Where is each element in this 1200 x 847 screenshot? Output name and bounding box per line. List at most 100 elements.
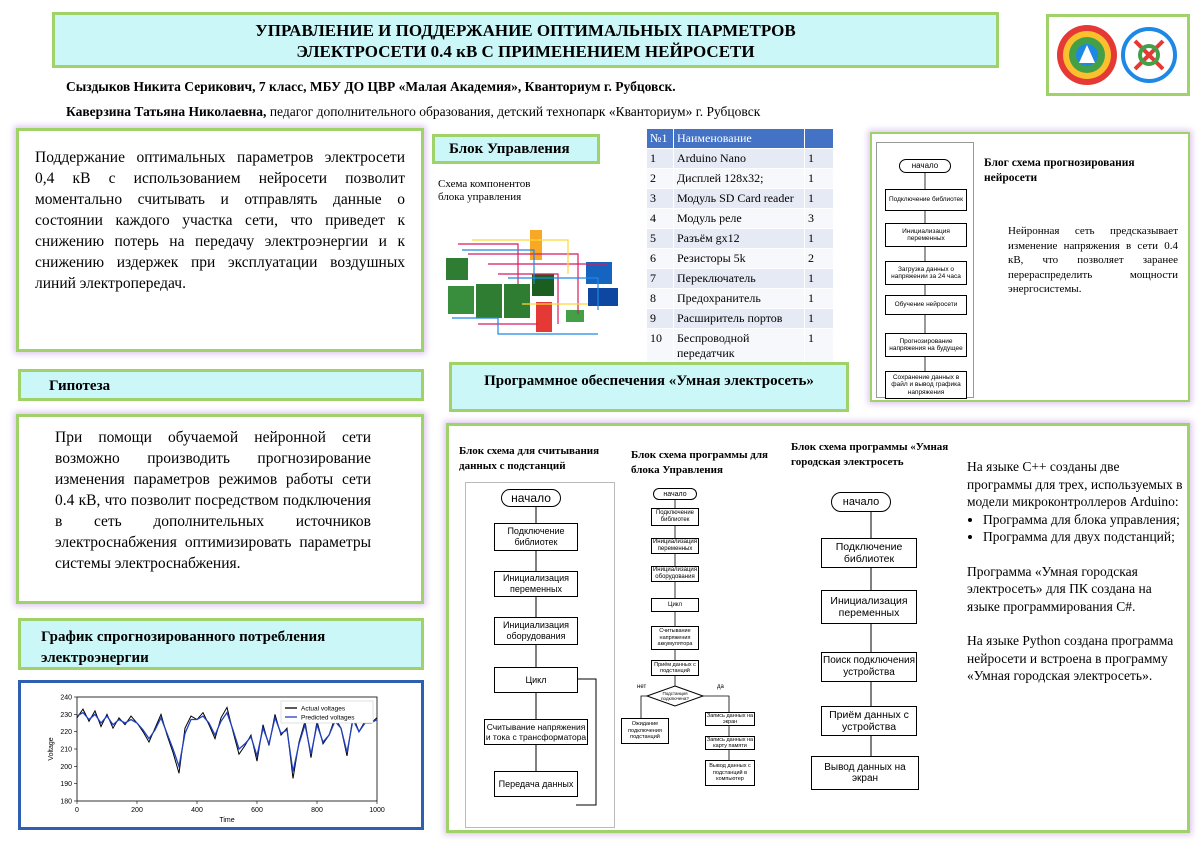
table-cell: 1	[804, 188, 834, 209]
x-tick-label: 200	[131, 807, 143, 814]
desc-bullet: Программа для блока управления;	[983, 511, 1183, 529]
table-cell: 9	[646, 308, 674, 329]
col1-step: Инициализация оборудования	[494, 617, 578, 645]
neural-step: Прогнозирование напряжения на будущее	[885, 333, 967, 357]
author2-name: Каверзина Татьяна Николаевна,	[66, 104, 267, 119]
col1-step: Считывание напряжения и тока с трансформ…	[484, 719, 588, 745]
desc-bullet: Программа для двух подстанций;	[983, 528, 1183, 546]
x-tick-label: 600	[251, 807, 263, 814]
author-line-2: Каверзина Татьяна Николаевна, педагог до…	[66, 104, 1026, 120]
table-cell: Модуль реле	[673, 208, 805, 229]
table-cell: 1	[804, 168, 834, 189]
software-description: На языке С++ созданы две программы для т…	[967, 458, 1183, 685]
forecast-heading: График спрогнозированного потребления эл…	[41, 629, 326, 666]
neural-step: Инициализация переменных	[885, 223, 967, 247]
col3-step: Вывод данных на экран	[811, 756, 919, 790]
hypothesis-heading-box: Гипотеза	[18, 369, 424, 401]
table-header-cell	[804, 128, 834, 149]
author2-role: педагог дополнительного образования, дет…	[266, 104, 761, 119]
table-cell: 2	[646, 168, 674, 189]
neural-block-text: Нейронная сеть предсказывает изменение н…	[1008, 225, 1178, 295]
col2-step: Инициализация переменных	[651, 538, 699, 554]
y-tick-label: 190	[60, 781, 72, 788]
col3-step: Приём данных с устройства	[821, 706, 917, 736]
col1-step: Цикл	[494, 667, 578, 693]
software-heading-box: Программное обеспечения «Умная электросе…	[449, 362, 849, 412]
hypothesis-panel: При помощи обучаемой нейронной сети возм…	[16, 414, 424, 604]
title-banner: УПРАВЛЕНИЕ И ПОДДЕРЖАНИЕ ОПТИМАЛЬНЫХ ПАР…	[52, 12, 999, 68]
table-cell: 6	[646, 248, 674, 269]
logo-panel	[1046, 14, 1190, 96]
table-cell: 3	[804, 208, 834, 229]
col3-flowchart: начало Подключение библиотек Инициализац…	[805, 486, 961, 798]
y-tick-label: 240	[60, 695, 72, 702]
table-cell: Дисплей 128х32;	[673, 168, 805, 189]
table-cell: 8	[646, 288, 674, 309]
table-header-cell: Наименование	[673, 128, 805, 149]
software-panel: Блок схема для считывания данных с подст…	[446, 423, 1190, 833]
hypothesis-heading: Гипотеза	[49, 378, 111, 394]
col2-step: Инициализация оборудования	[651, 566, 699, 582]
table-cell: 1	[646, 148, 674, 169]
neural-step: Подключение библиотек	[885, 189, 967, 211]
software-heading: Программное обеспечения «Умная электросе…	[484, 373, 814, 389]
table-cell: 4	[646, 208, 674, 229]
table-cell: Расширитель портов	[673, 308, 805, 329]
control-block-heading: Блок Управления	[449, 141, 570, 157]
col2-step: Запись данных на карту памяти	[705, 736, 755, 750]
y-tick-label: 210	[60, 747, 72, 754]
col1-title: Блок схема для считывания данных с подст…	[459, 445, 600, 472]
col3-step: Подключение библиотек	[821, 538, 917, 568]
col3-connectors	[870, 512, 872, 756]
table-cell: 1	[804, 148, 834, 169]
neural-step: Сохранение данных в файл и вывод графика…	[885, 371, 967, 399]
x-tick-label: 1000	[369, 807, 385, 814]
hypothesis-text: При помощи обучаемой нейронной сети возм…	[55, 429, 371, 572]
col2-step: Ожидание подключения подстанций	[621, 718, 669, 744]
y-axis-label: Voltage	[48, 737, 55, 760]
wiring-scheme-image	[446, 230, 618, 335]
table-cell: Модуль SD Card reader	[673, 188, 805, 209]
scheme-caption: Схема компонентов блока управления	[438, 178, 531, 203]
title-line-1: УПРАВЛЕНИЕ И ПОДДЕРЖАНИЕ ОПТИМАЛЬНЫХ ПАР…	[255, 21, 796, 40]
desc-p3: На языке Python создана программа нейрос…	[967, 633, 1174, 683]
forecast-heading-box: График спрогнозированного потребления эл…	[18, 618, 424, 670]
table-cell: 3	[646, 188, 674, 209]
col2-step: Запись данных на экран	[705, 712, 755, 726]
y-tick-label: 180	[60, 799, 72, 806]
table-header-row: №1 Наименование	[646, 128, 834, 149]
table-cell: Arduino Nano	[673, 148, 805, 169]
desc-intro: На языке С++ созданы две программы для т…	[967, 459, 1183, 509]
table-cell: Предохранитель	[673, 288, 805, 309]
legend-label: Actual voltages	[301, 706, 346, 713]
col2-flowchart: начало Подключение библиотек Инициализац…	[621, 486, 783, 806]
col3-step: Поиск подключения устройства	[821, 652, 917, 682]
legend-box	[280, 700, 374, 724]
col2-step: Цикл	[651, 598, 699, 612]
col3-title: Блок схема программы «Умная городская эл…	[791, 441, 949, 468]
x-tick-label: 0	[75, 807, 79, 814]
table-cell: 1	[804, 228, 834, 249]
legend-label: Predicted voltages	[301, 715, 355, 722]
col2-step: Приём данных с подстанций	[651, 660, 699, 676]
x-axis-label: Time	[219, 817, 234, 824]
y-tick-label: 230	[60, 712, 72, 719]
table-cell: 1	[804, 288, 834, 309]
table-cell: 1	[804, 328, 834, 364]
col2-connectors	[640, 498, 730, 760]
col2-no-label: нет	[637, 684, 647, 690]
col2-step: Считывание напряжения аккумулятора	[651, 626, 699, 650]
col1-step: Подключение библиотек	[494, 523, 578, 551]
